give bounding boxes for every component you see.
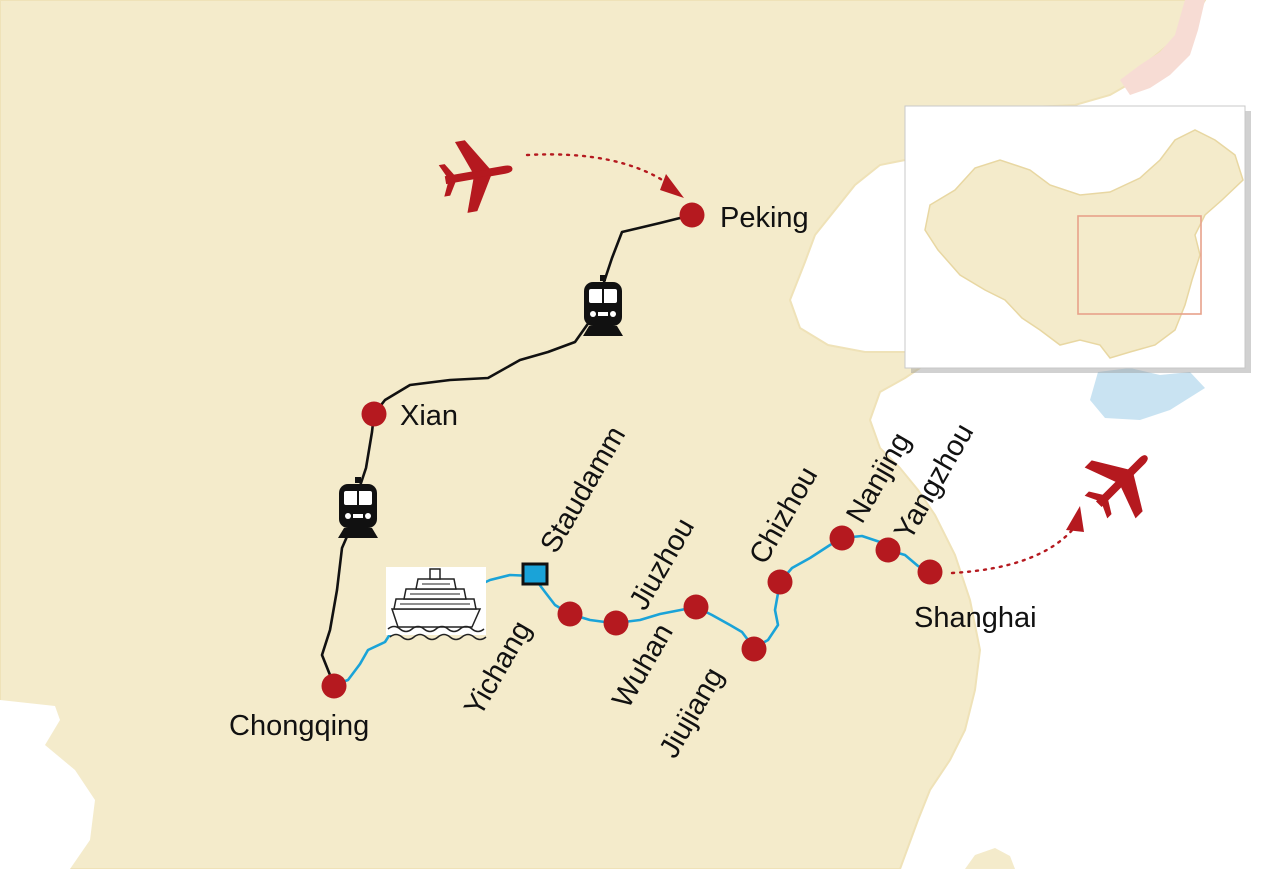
city-label-peking: Peking (720, 202, 809, 234)
island-south (965, 848, 1015, 869)
arrival-flight-arrowhead (660, 174, 684, 198)
train-icon (583, 275, 623, 336)
city-marker-xian[interactable] (361, 401, 387, 427)
departure-flight-path (950, 526, 1076, 575)
cruise-ship-icon (386, 567, 487, 641)
china-land (0, 0, 1207, 869)
airplane-icon (1084, 455, 1148, 519)
city-label-chongqing: Chongqing (229, 710, 369, 742)
city-marker-yangzhou[interactable] (875, 537, 901, 563)
bohai-strait-shallows (1090, 368, 1205, 420)
city-marker-shanghai[interactable] (917, 559, 943, 585)
city-marker-nanjing[interactable] (829, 525, 855, 551)
inset-china-outline (924, 129, 1244, 359)
city-marker-chongqing[interactable] (321, 673, 347, 699)
city-marker-jiuzhou[interactable] (603, 610, 629, 636)
overview-inset (904, 105, 1251, 373)
city-label-shanghai: Shanghai (914, 602, 1037, 634)
dam-marker-icon (521, 562, 549, 586)
airplane-icon (438, 140, 513, 213)
departure-flight-arrowhead (1066, 506, 1084, 532)
city-marker-yichang[interactable] (557, 601, 583, 627)
city-marker-chizhou[interactable] (767, 569, 793, 595)
city-marker-wuhan[interactable] (683, 594, 709, 620)
city-marker-peking[interactable] (679, 202, 705, 228)
train-icon (338, 477, 378, 538)
city-marker-jiujiang[interactable] (741, 636, 767, 662)
arrival-flight-path (525, 153, 672, 187)
neighbour-region (1120, 0, 1205, 95)
coastline-west-gap (0, 700, 95, 869)
city-label-xian: Xian (400, 400, 458, 432)
inset-highlight-box (1077, 215, 1202, 315)
